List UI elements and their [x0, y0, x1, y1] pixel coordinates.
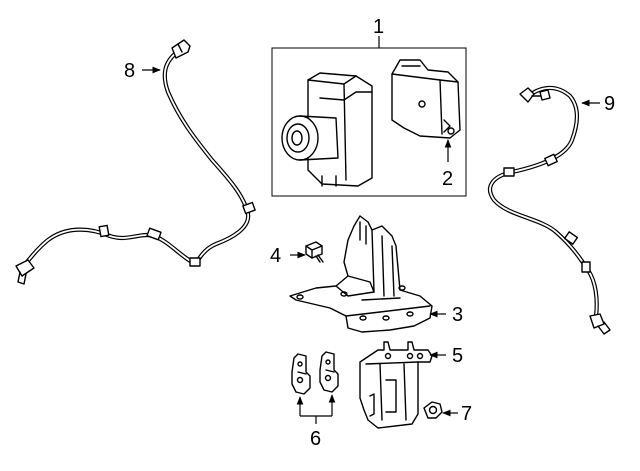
small-bracket-left [291, 353, 311, 395]
callout-3: 3 [452, 304, 463, 326]
callout-1: 1 [373, 16, 384, 38]
lower-bracket [359, 341, 433, 429]
nut [423, 401, 443, 419]
callout-6: 6 [310, 428, 321, 450]
callout-5: 5 [452, 345, 463, 367]
front-wheel-speed-sensor [15, 39, 256, 285]
abs-hydraulic-unit [281, 72, 373, 187]
rear-wheel-speed-sensor [487, 85, 611, 335]
callout-9: 9 [604, 93, 615, 115]
callout-2: 2 [442, 168, 453, 190]
abs-bracket [289, 215, 433, 333]
callout-4: 4 [270, 245, 281, 267]
callout-8: 8 [124, 60, 135, 82]
small-bracket-right [319, 351, 339, 393]
bolt [305, 241, 324, 263]
abs-control-module [391, 59, 461, 139]
callout-7: 7 [461, 403, 472, 425]
leader-lines [142, 66, 600, 424]
part-1-abs-assembly-box [271, 36, 467, 197]
